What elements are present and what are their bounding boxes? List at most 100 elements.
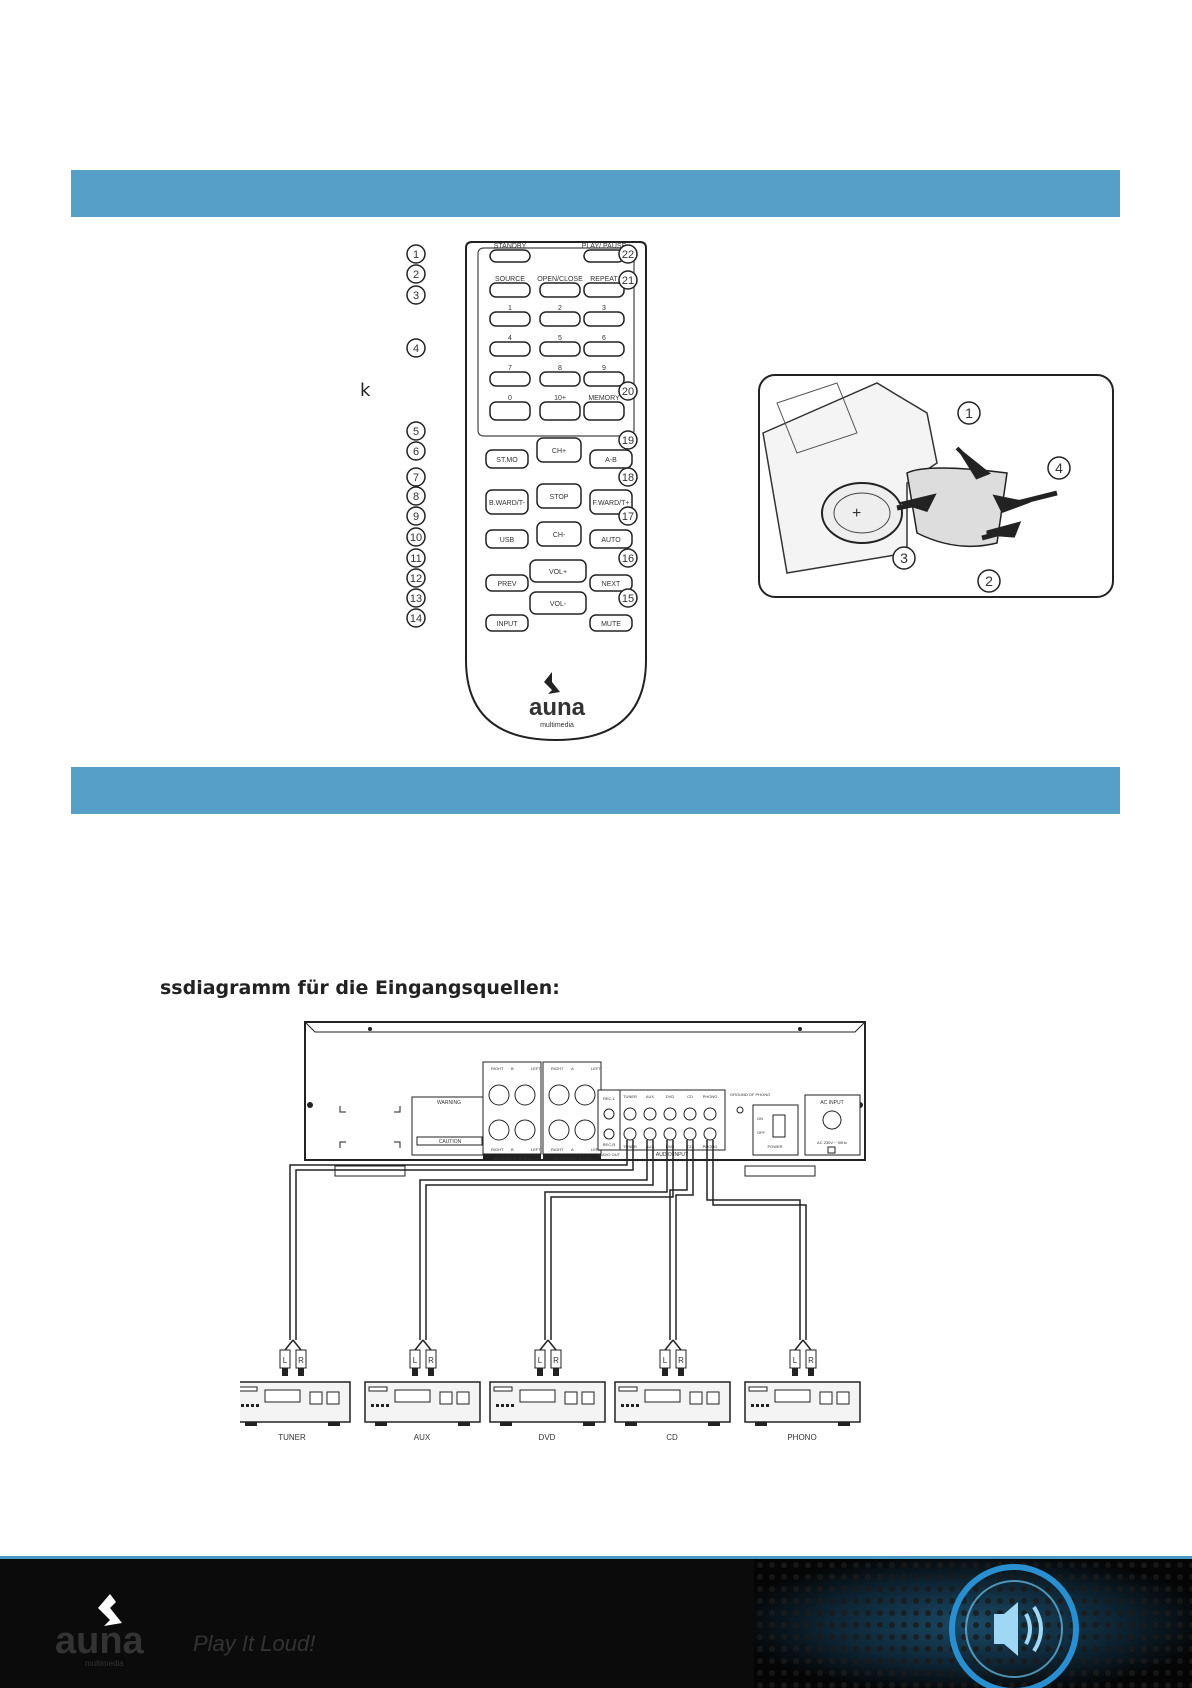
rec-label: REC-L (603, 1096, 616, 1101)
callout-number: 7 (413, 472, 419, 484)
callout-19: 19 (618, 430, 638, 450)
callout-20: 20 (618, 381, 638, 401)
remote-button-f-ward-t+: F.WARD/T+ (589, 489, 633, 515)
remote-button-label: 4 (508, 335, 512, 342)
plug-label: L (413, 1356, 418, 1365)
remote-button-label: VOL+ (549, 569, 567, 576)
remote-button-8: 8 (539, 365, 581, 387)
remote-button-6: 6 (583, 335, 625, 357)
arrow-step-1 (955, 446, 991, 480)
speaker-terminal-label: B (511, 1066, 514, 1071)
speaker-terminal-label: RIGHT (491, 1066, 504, 1071)
callout-10: 10 (406, 527, 426, 547)
input-label: CD (687, 1144, 693, 1149)
remote-button-label: 3 (602, 305, 606, 312)
battery-step-number: 4 (1055, 460, 1063, 476)
remote-button-label: AUTO (601, 537, 621, 544)
plug-label: R (808, 1356, 814, 1365)
speaker-terminal-label: LEFT (591, 1066, 601, 1071)
plug-label: R (428, 1356, 434, 1365)
callout-number: 4 (413, 343, 419, 355)
svg-text:+: + (852, 505, 861, 522)
caution-label: CAUTION (439, 1139, 462, 1145)
remote-button-4: 4 (489, 335, 531, 357)
remote-button-memory: MEMORY (583, 395, 625, 421)
remote-button-label: 10+ (554, 395, 566, 402)
callout-1: 1 (406, 244, 426, 264)
callout-16: 16 (618, 548, 638, 568)
callout-3: 3 (406, 285, 426, 305)
impedance-label: IMPEDANCE: 8-16 Ω (553, 1156, 591, 1161)
callout-number: 20 (622, 386, 634, 398)
power-off-label: OFF (757, 1130, 766, 1135)
battery-step-1: 1 (957, 401, 981, 425)
input-label: DVD (666, 1144, 675, 1149)
remote-button-label: REPEAT (590, 276, 618, 283)
remote-button-1: 1 (489, 305, 531, 327)
remote-button-stop: STOP (536, 483, 582, 509)
input-label: DVD (666, 1094, 675, 1099)
remote-button-label: B.WARD/T- (489, 500, 526, 507)
callout-7: 7 (406, 467, 426, 487)
remote-button-next: NEXT (589, 574, 633, 592)
callout-18: 18 (618, 467, 638, 487)
callout-number: 9 (413, 511, 419, 523)
source-device-label: AUX (414, 1433, 431, 1442)
callout-11: 11 (406, 548, 426, 568)
remote-button-label: 1 (508, 305, 512, 312)
footer-logo: auna multimedia Play It Loud! (55, 1594, 315, 1668)
battery-step-number: 3 (900, 550, 908, 566)
remote-button-label: STANDBY (494, 243, 527, 250)
battery-step-4: 4 (1047, 456, 1071, 480)
plug-label: R (553, 1356, 559, 1365)
speaker-terminal-label: LEFT (531, 1066, 541, 1071)
callout-number: 1 (413, 249, 419, 261)
input-label: PHONO (703, 1094, 718, 1099)
remote-button-b-ward-t-: B.WARD/T- (485, 489, 529, 515)
input-label: TUNER (623, 1144, 637, 1149)
source-device-aux: AUX (364, 1381, 481, 1442)
speaker-terminal-label: LEFT (531, 1147, 541, 1152)
remote-button-repeat: REPEAT (583, 276, 625, 298)
remote-section-header (71, 170, 1120, 217)
input-label: CD (687, 1094, 693, 1099)
remote-brand: auna (529, 694, 586, 721)
callout-17: 17 (618, 506, 638, 526)
callout-13: 13 (406, 588, 426, 608)
rec-label: AUDIO OUT (598, 1152, 621, 1157)
source-device-label: DVD (539, 1433, 556, 1442)
callout-number: 14 (410, 613, 422, 625)
callout-number: 11 (410, 553, 421, 565)
remote-button-auto: AUTO (589, 529, 633, 549)
remote-button-label: F.WARD/T+ (593, 500, 630, 507)
battery-step-3: 3 (892, 546, 916, 570)
callout-number: 5 (413, 426, 419, 438)
arrow-step-2 (981, 521, 1022, 541)
connection-section-header (71, 767, 1120, 814)
remote-button-label: ST.MO (496, 457, 518, 464)
speaker-ring (949, 1564, 1079, 1688)
remote-button-source: SOURCE (489, 276, 531, 298)
remote-button-ch-: CH- (536, 521, 582, 547)
callout-number: 19 (622, 435, 634, 447)
battery-step-number: 1 (965, 405, 973, 421)
footer: auna multimedia Play It Loud! (0, 1556, 1192, 1688)
speaker-terminal-label: A (571, 1147, 574, 1152)
remote-button-label: SOURCE (495, 276, 525, 283)
remote-button-label: MEMORY (588, 395, 620, 402)
speaker-terminal-label: A (571, 1066, 574, 1071)
speaker-graphic (754, 1559, 1192, 1688)
callout-number: 6 (413, 446, 419, 458)
remote-button-label: PREV (497, 581, 516, 588)
ac-spec-label: AC 230V ~ 50Hz (817, 1140, 847, 1145)
callout-number: 3 (413, 290, 419, 302)
callout-number: 10 (410, 532, 422, 544)
